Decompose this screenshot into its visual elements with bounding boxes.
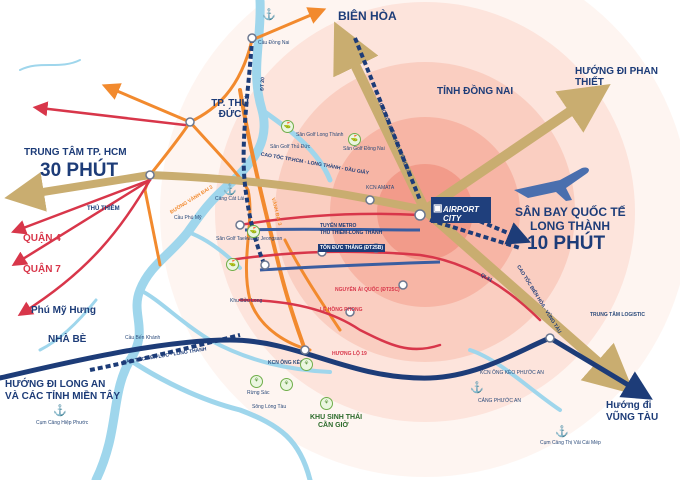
label-huong-di-vung-tau-2: VŨNG TÀU xyxy=(606,412,659,423)
golf-icon: ⛳ xyxy=(348,133,361,146)
place-kcn-phuoc-an: KCN ÔNG KÈO PHƯỚC AN xyxy=(480,370,544,376)
place-san-golf-2: Sân Golf Đồng Nai xyxy=(343,146,385,152)
road-label-tuyen-metro-1: TUYẾN METRO xyxy=(320,223,357,229)
anchor-icon: ⚓ xyxy=(470,382,484,394)
place-cang-hiep-phuoc: Cụm Cảng Hiệp Phước xyxy=(36,420,89,426)
place-cang-cat-lai: Cảng Cát Lái xyxy=(215,196,245,202)
label-san-bay: SÂN BAY QUỐC TẾ xyxy=(515,205,626,219)
road-label-huong-lo-19: HƯƠNG LỘ 19 xyxy=(332,351,367,357)
place-kdl-3: Sông Lòng Tàu xyxy=(252,404,287,410)
label-tp-thu-duc: TP. THỦ ĐỨC xyxy=(211,98,249,120)
label-kdl-sinh-thai-2: CẦN GIỜ xyxy=(318,422,349,429)
label-long-thanh: LONG THÀNH xyxy=(530,219,610,233)
golf-icon: ⛳ xyxy=(281,120,294,133)
place-cang-phuoc-an: CẢNG PHƯỚC AN xyxy=(478,398,522,404)
label-phu-my-hung: Phú Mỹ Hưng xyxy=(31,305,97,316)
label-quan-7: QUẬN 7 xyxy=(23,264,61,275)
place-cau-phu-my: Cầu Phú Mỹ xyxy=(174,215,202,221)
label-bien-hoa: BIÊN HÒA xyxy=(338,9,397,23)
park-icon: ⚘ xyxy=(250,375,263,388)
place-cau-dong-nai: Cầu Đồng Nai xyxy=(258,40,290,46)
metro-line xyxy=(244,227,441,272)
label-trung-tam: TRUNG TÂM TP. HCM xyxy=(24,147,127,158)
place-kdl-2: Rừng Sác xyxy=(247,390,270,396)
anchor-icon: ⚓ xyxy=(555,426,569,438)
road-label-tuyen-metro-2: THỦ THIÊM-LONG THÀNH xyxy=(320,230,383,236)
park-icon: ⚘ xyxy=(300,358,313,371)
orange-arrows xyxy=(101,7,327,124)
label-nha-be: NHÀ BÈ xyxy=(48,334,87,345)
golf-icon: ⛳ xyxy=(247,225,260,238)
place-kdl-1: Khu Bửu Long xyxy=(230,298,263,304)
place-cang-thi-vai: Cụm Cảng Thị Vải Cái Mép xyxy=(540,440,601,446)
park-icon: ⚘ xyxy=(320,397,333,410)
golf-icon: ⛳ xyxy=(226,258,239,271)
road-label-ql-20: ĐT 20 xyxy=(259,76,267,92)
building-icon: ▣ xyxy=(433,203,443,214)
place-san-golf-4: Sân Golf Thủ Đức xyxy=(270,144,311,150)
road-label-nguyen-ai-quoc: NGUYỄN ÁI QUỐC (ĐT25C) xyxy=(335,287,400,293)
place-san-golf-3: Sân Golf Taekwang Jeongsan xyxy=(216,236,283,242)
label-huong-di-phan-thiet: HƯỚNG ĐI PHAN THIẾT xyxy=(575,66,658,88)
anchor-icon: ⚓ xyxy=(53,405,67,417)
label-huong-di-long-an-2: VÀ CÁC TỈNH MIỀN TÂY xyxy=(5,391,120,402)
airplane-icon xyxy=(514,167,589,201)
label-quan-4: QUẬN 4 xyxy=(23,233,61,244)
place-logistic: TRUNG TÂM LOGISTIC xyxy=(590,312,645,318)
place-kcn-amata: KCN AMATA xyxy=(366,185,395,191)
label-tinh-dong-nai: TỈNH ĐỒNG NAI xyxy=(437,86,514,97)
label-10-phut: 10 PHÚT xyxy=(527,233,606,254)
anchor-icon: ⚓ xyxy=(223,184,237,196)
park-icon: ⚘ xyxy=(280,378,293,391)
label-kdl-sinh-thai-1: KHU SINH THÁI xyxy=(310,414,363,421)
airport-city-badge[interactable]: ▣ AIRPORT CITY xyxy=(431,197,491,223)
place-kcn-ong-keo: KCN ÔNG KÈO xyxy=(268,360,304,366)
road-label-ton-duc-thang: TÔN ĐỨC THẮNG (ĐT25B) xyxy=(318,244,386,252)
label-huong-di-vung-tau-1: Hướng đi xyxy=(606,400,652,411)
road-label-le-hong-phong: LÊ HỒNG PHONG xyxy=(320,307,363,313)
label-30-phut: 30 PHÚT xyxy=(40,160,119,181)
label-huong-di-long-an-1: HƯỚNG ĐI LONG AN xyxy=(5,379,106,390)
anchor-icon: ⚓ xyxy=(262,9,276,21)
red-routes xyxy=(10,101,542,351)
place-san-golf-1: Sân Golf Long Thành xyxy=(296,132,344,138)
badge-name: AIRPORT CITY xyxy=(443,205,479,223)
place-cau-ben-khanh: Cầu Bến Khánh xyxy=(125,335,161,341)
label-thu-thiem: THỦ THIÊM xyxy=(87,206,120,212)
